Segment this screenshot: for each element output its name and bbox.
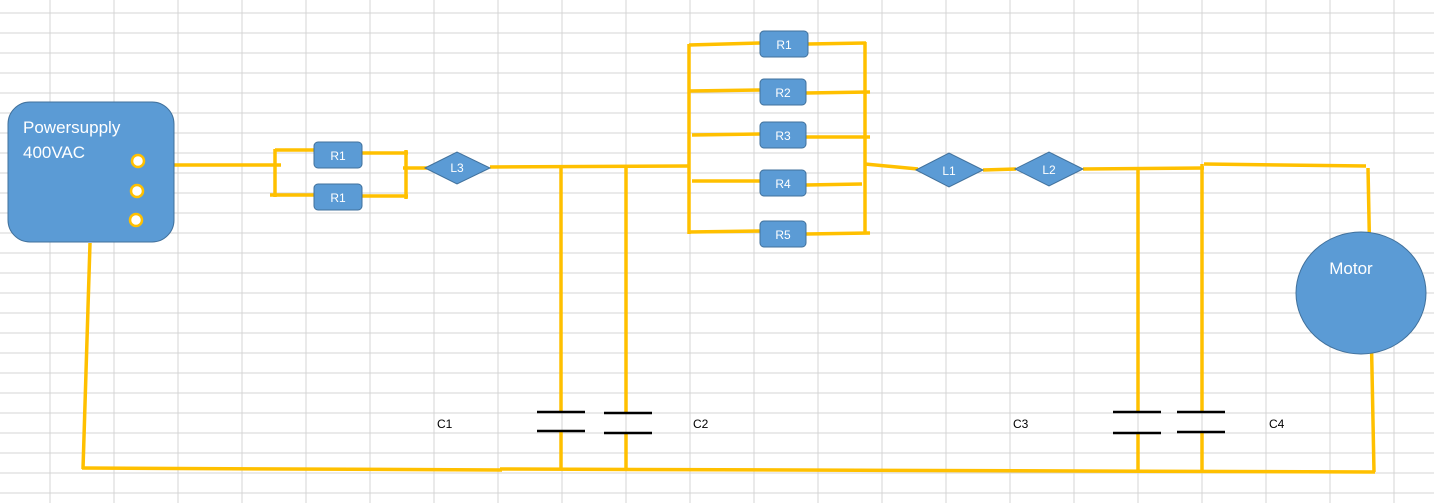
resistor-r4-body[interactable] [759, 169, 807, 197]
inductor-l3[interactable]: L3 [423, 151, 492, 185]
resistor-r5[interactable]: R5 [759, 220, 807, 248]
wires [81, 41, 1376, 474]
resistor-r1-label: R1 [776, 38, 792, 52]
wire-r2-right [805, 90, 871, 95]
power-supply[interactable]: Powersupply 400VAC [7, 101, 175, 243]
capacitor-c4-label: C4 [1269, 417, 1285, 431]
resistor-left-top[interactable]: R1 [313, 141, 363, 169]
resistor-r1[interactable]: R1 [759, 30, 809, 58]
resistor-left-top-label: R1 [330, 149, 346, 163]
capacitor-c2-label: C2 [693, 417, 709, 431]
motor-label: Motor [1329, 259, 1373, 278]
wire-r2-left [688, 88, 761, 93]
inductor-l2-body[interactable] [1013, 151, 1085, 187]
wire-r1-left [688, 41, 761, 47]
resistor-left-bottom-body[interactable] [313, 183, 363, 211]
wire-ground-left [81, 466, 503, 472]
resistor-left-top-body[interactable] [313, 141, 363, 169]
inductor-l1-label: L1 [942, 164, 956, 178]
wire-r1-right [807, 41, 867, 46]
wire-r4-right [805, 182, 863, 187]
inductor-l2-label: L2 [1042, 163, 1056, 177]
resistor-r5-label: R5 [775, 228, 791, 242]
wire-l1-to-l2 [982, 167, 1017, 172]
power-supply-terminal-2[interactable] [129, 183, 145, 199]
wire-r5-right [805, 231, 871, 236]
inductor-l1-body[interactable] [914, 152, 985, 188]
resistor-r2[interactable]: R2 [759, 78, 807, 106]
wire-l2-out [1082, 166, 1205, 171]
capacitor-c1-label: C1 [437, 417, 453, 431]
wire-l3-to-ladder [489, 164, 690, 169]
inductor-l3-body[interactable] [423, 151, 492, 185]
wire-ladder-to-l1 [864, 162, 919, 171]
wire-supply-return [81, 242, 92, 470]
resistor-r3[interactable]: R3 [759, 121, 807, 149]
wire-r5-left [688, 229, 761, 234]
power-supply-terminal-1[interactable] [130, 153, 146, 169]
capacitor-c3-label: C3 [1013, 417, 1029, 431]
resistor-r3-label: R3 [775, 129, 791, 143]
power-supply-box[interactable] [7, 101, 175, 243]
resistor-r2-label: R2 [775, 86, 791, 100]
resistor-r5-body[interactable] [759, 220, 807, 248]
resistor-r3-body[interactable] [759, 121, 807, 149]
motor-body[interactable] [1295, 231, 1427, 355]
power-supply-label: Powersupply [23, 118, 121, 137]
wire-ground-right [499, 467, 1376, 474]
inductor-l3-label: L3 [450, 161, 464, 175]
resistor-left-bottom[interactable]: R1 [313, 183, 363, 211]
resistor-left-bottom-label: R1 [330, 191, 346, 205]
motor[interactable]: Motor [1295, 231, 1427, 355]
wire-r3-left [691, 132, 761, 137]
resistor-r4[interactable]: R4 [759, 169, 807, 197]
capacitor-plates [537, 410, 1225, 435]
resistor-r1-body[interactable] [759, 30, 809, 58]
inductor-l1[interactable]: L1 [914, 152, 985, 188]
inductor-l2[interactable]: L2 [1013, 151, 1085, 187]
power-supply-voltage: 400VAC [23, 143, 85, 162]
resistor-r2-body[interactable] [759, 78, 807, 106]
resistor-r4-label: R4 [775, 177, 791, 191]
wire-to-motor-top [1203, 162, 1367, 168]
power-supply-terminal-3[interactable] [128, 212, 144, 228]
